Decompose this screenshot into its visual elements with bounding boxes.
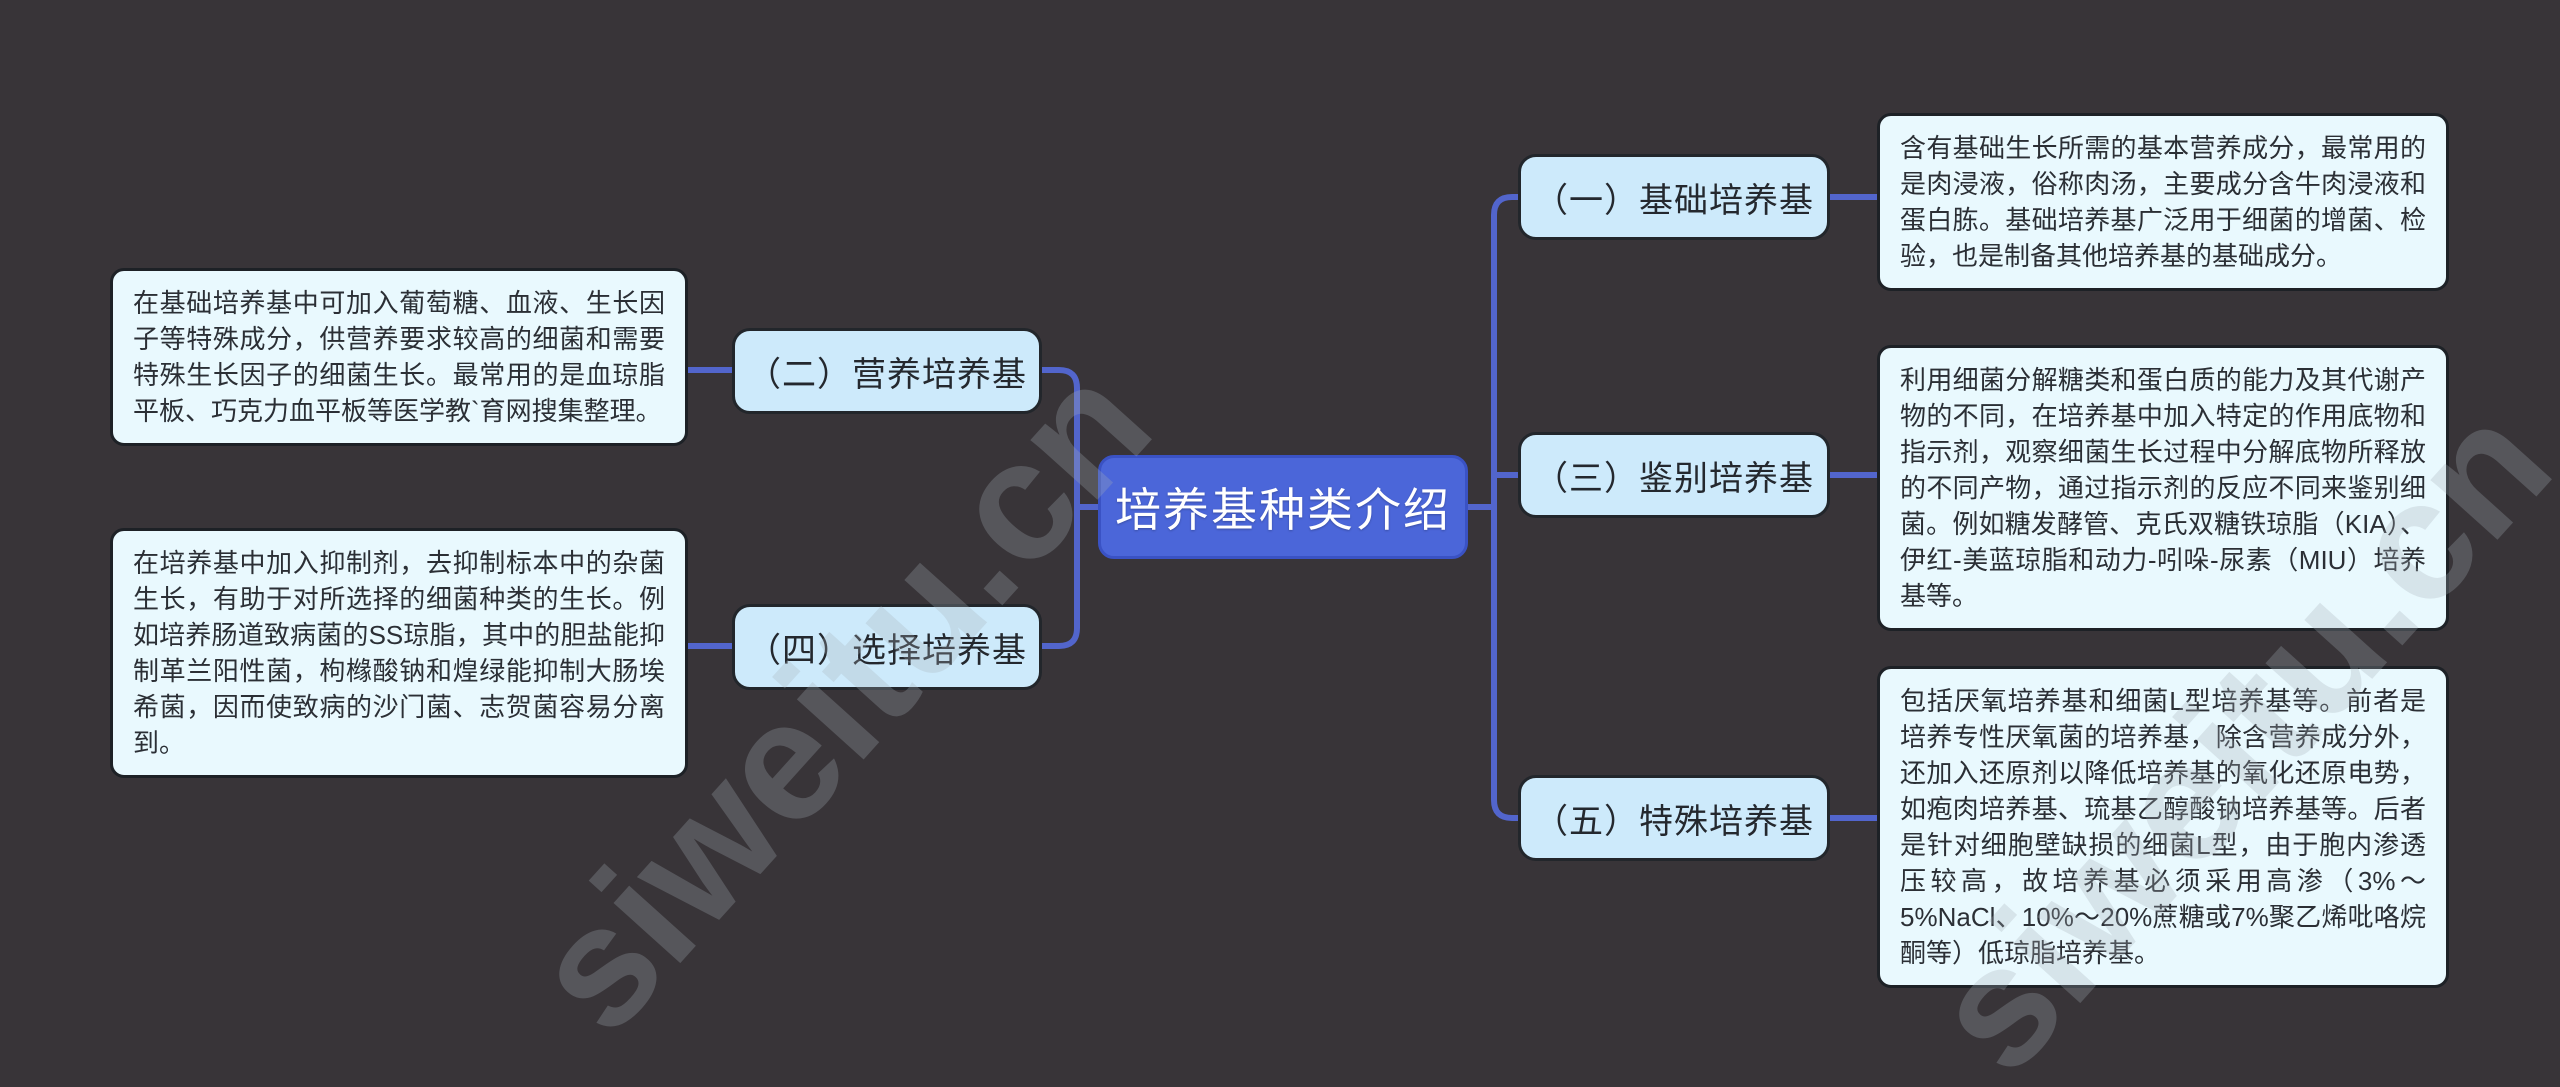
edge-right-bracket [1491,194,1521,821]
branch-node-basic-media[interactable]: （一）基础培养基 [1518,154,1830,240]
edge-left-bracket [1039,367,1080,649]
branch-node-selective-media[interactable]: （四）选择培养基 [732,604,1042,690]
leaf-note-differential-media[interactable]: 利用细菌分解糖类和蛋白质的能力及其代谢产物的不同，在培养基中加入特定的作用底物和… [1877,345,2449,631]
leaf-note-nutrient-media[interactable]: 在基础培养基中可加入葡萄糖、血液、生长因子等特殊成分，供营养要求较高的细菌和需要… [110,268,688,446]
leaf-note-basic-media[interactable]: 含有基础生长所需的基本营养成分，最常用的是肉浸液，俗称肉汤，主要成分含牛肉浸液和… [1877,113,2449,291]
branch-node-nutrient-media[interactable]: （二）营养培养基 [732,328,1042,414]
root-node[interactable]: 培养基种类介绍 [1098,455,1468,559]
branch-node-special-media[interactable]: （五）特殊培养基 [1518,775,1830,861]
branch-node-differential-media[interactable]: （三）鉴别培养基 [1518,432,1830,518]
leaf-note-selective-media[interactable]: 在培养基中加入抑制剂，去抑制标本中的杂菌生长，有助于对所选择的细菌种类的生长。例… [110,528,688,778]
leaf-note-special-media[interactable]: 包括厌氧培养基和细菌L型培养基等。前者是培养专性厌氧菌的培养基，除含营养成分外，… [1877,666,2449,988]
